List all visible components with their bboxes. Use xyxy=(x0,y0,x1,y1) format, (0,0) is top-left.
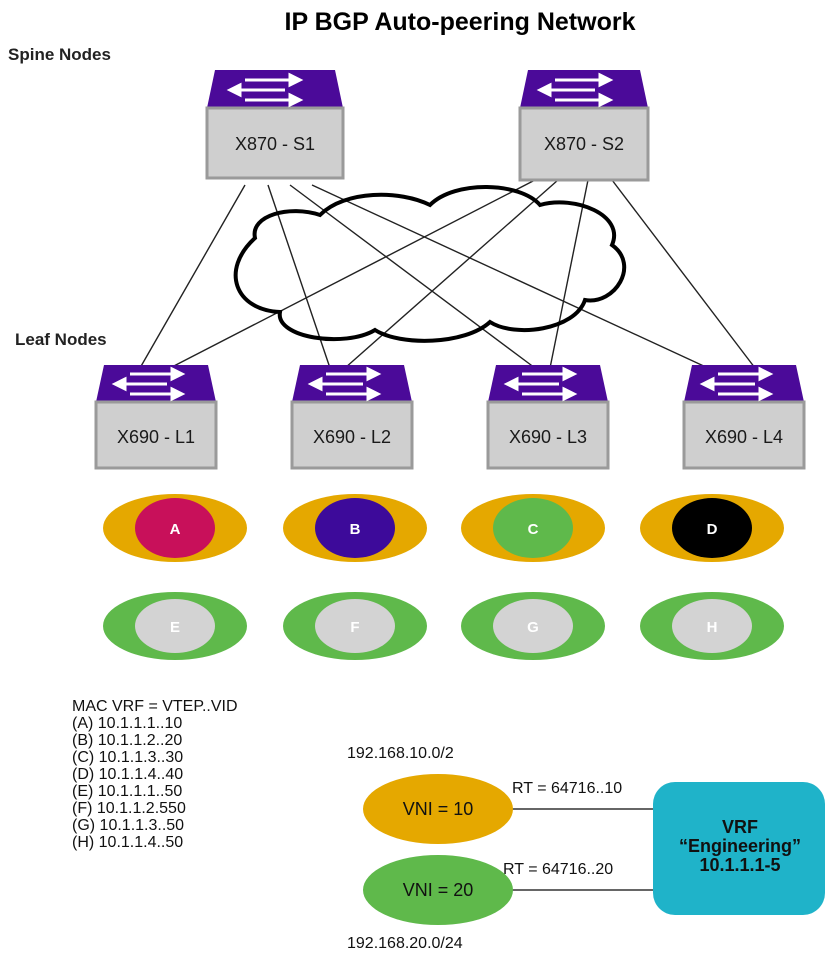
mac-vrf-legend: MAC VRF = VTEP..VID (A) 10.1.1.1..10 (B)… xyxy=(72,698,238,851)
vrf-box xyxy=(653,782,825,915)
host-inner-circle xyxy=(135,498,215,558)
spine-s2-label: X870 - S2 xyxy=(544,134,624,154)
legend-line: (C) 10.1.1.3..30 xyxy=(72,749,183,766)
spine-switch-s1: X870 - S1 xyxy=(205,70,345,180)
host-g: G xyxy=(461,592,605,660)
switch-body xyxy=(682,400,806,470)
host-c: C xyxy=(461,494,605,562)
leaf-l3-label: X690 - L3 xyxy=(509,427,587,447)
host-inner-circle xyxy=(135,599,215,653)
vni-10-ellipse xyxy=(363,774,513,844)
host-f-label: F xyxy=(350,619,359,636)
link-s2-l3 xyxy=(549,179,589,369)
spine-switch-s2: X870 - S2 xyxy=(518,70,650,182)
host-d: D xyxy=(640,494,784,562)
switch-body xyxy=(205,106,345,180)
host-b: B xyxy=(283,494,427,562)
host-row-1: A B C D xyxy=(103,494,784,562)
leaf-l1-label: X690 - L1 xyxy=(117,427,195,447)
host-inner-circle xyxy=(315,599,395,653)
host-inner-circle xyxy=(672,498,752,558)
legend-header: MAC VRF = VTEP..VID xyxy=(72,698,238,715)
host-h-label: H xyxy=(707,619,718,636)
legend-line: (D) 10.1.1.4..40 xyxy=(72,766,183,783)
switch-arrows-icon xyxy=(503,366,578,402)
host-d-label: D xyxy=(707,521,718,538)
switch-body xyxy=(518,106,650,182)
host-a: A xyxy=(103,494,247,562)
link-s1-l3 xyxy=(289,184,536,369)
host-b-label: B xyxy=(350,521,361,538)
vni-10-node: VNI = 10 xyxy=(363,774,513,844)
diagram-title: IP BGP Auto-peering Network xyxy=(285,8,636,36)
spine-leaf-links xyxy=(139,179,756,369)
host-inner-circle xyxy=(315,498,395,558)
legend-line: (E) 10.1.1.1..50 xyxy=(72,783,182,800)
switch-arrows-icon xyxy=(307,366,382,402)
vrf-engineering-box: VRF “Engineering” 10.1.1.1-5 xyxy=(653,782,825,915)
switch-arrows-icon xyxy=(699,366,774,402)
spine-s1-label: X870 - S1 xyxy=(235,134,315,154)
rt-10-label: RT = 64716..10 xyxy=(512,780,622,797)
link-s2-l4 xyxy=(611,179,756,369)
switch-arrows-icon xyxy=(226,72,304,108)
leaf-switch-l2: X690 - L2 xyxy=(290,365,414,470)
vrf-name: “Engineering” xyxy=(679,836,801,856)
legend-line: (A) 10.1.1.1..10 xyxy=(72,715,182,732)
switch-arrows-icon xyxy=(111,366,186,402)
switch-arrows-icon xyxy=(536,72,614,108)
vrf-title: VRF xyxy=(722,817,758,837)
link-s2-l2 xyxy=(344,179,559,369)
leaf-nodes-label: Leaf Nodes xyxy=(15,330,107,349)
legend-line: (H) 10.1.1.4..50 xyxy=(72,834,183,851)
host-f: F xyxy=(283,592,427,660)
link-s2-l1 xyxy=(169,179,536,369)
vni-10-label: VNI = 10 xyxy=(403,799,474,819)
network-bottom-label: 192.168.20.0/24 xyxy=(347,935,463,952)
vni-20-ellipse xyxy=(363,855,513,925)
host-e: E xyxy=(103,592,247,660)
host-c-label: C xyxy=(528,521,539,538)
rt-20-label: RT = 64716..20 xyxy=(503,861,613,878)
switch-body xyxy=(94,400,218,470)
legend-line: (G) 10.1.1.3..50 xyxy=(72,817,184,834)
host-inner-circle xyxy=(493,599,573,653)
host-g-label: G xyxy=(527,619,539,636)
leaf-switch-l4: X690 - L4 xyxy=(682,365,806,470)
host-inner-circle xyxy=(672,599,752,653)
link-s1-l4 xyxy=(311,184,709,369)
host-h: H xyxy=(640,592,784,660)
leaf-l4-label: X690 - L4 xyxy=(705,427,783,447)
leaf-switch-l1: X690 - L1 xyxy=(94,365,218,470)
link-s1-l1 xyxy=(139,184,246,369)
leaf-l2-label: X690 - L2 xyxy=(313,427,391,447)
spine-nodes-label: Spine Nodes xyxy=(8,45,111,64)
network-cloud xyxy=(233,185,627,343)
vni-20-label: VNI = 20 xyxy=(403,880,474,900)
switch-body xyxy=(486,400,610,470)
leaf-switch-l3: X690 - L3 xyxy=(486,365,610,470)
host-row-2: E F G H xyxy=(103,592,784,660)
host-a-label: A xyxy=(170,521,181,538)
host-inner-circle xyxy=(493,498,573,558)
vrf-range: 10.1.1.1-5 xyxy=(699,855,780,875)
legend-line: (F) 10.1.1.2.550 xyxy=(72,800,186,817)
network-top-label: 192.168.10.0/2 xyxy=(347,745,454,762)
vni-20-node: VNI = 20 xyxy=(363,855,513,925)
legend-line: (B) 10.1.1.2..20 xyxy=(72,732,182,749)
switch-body xyxy=(290,400,414,470)
host-e-label: E xyxy=(170,619,180,636)
